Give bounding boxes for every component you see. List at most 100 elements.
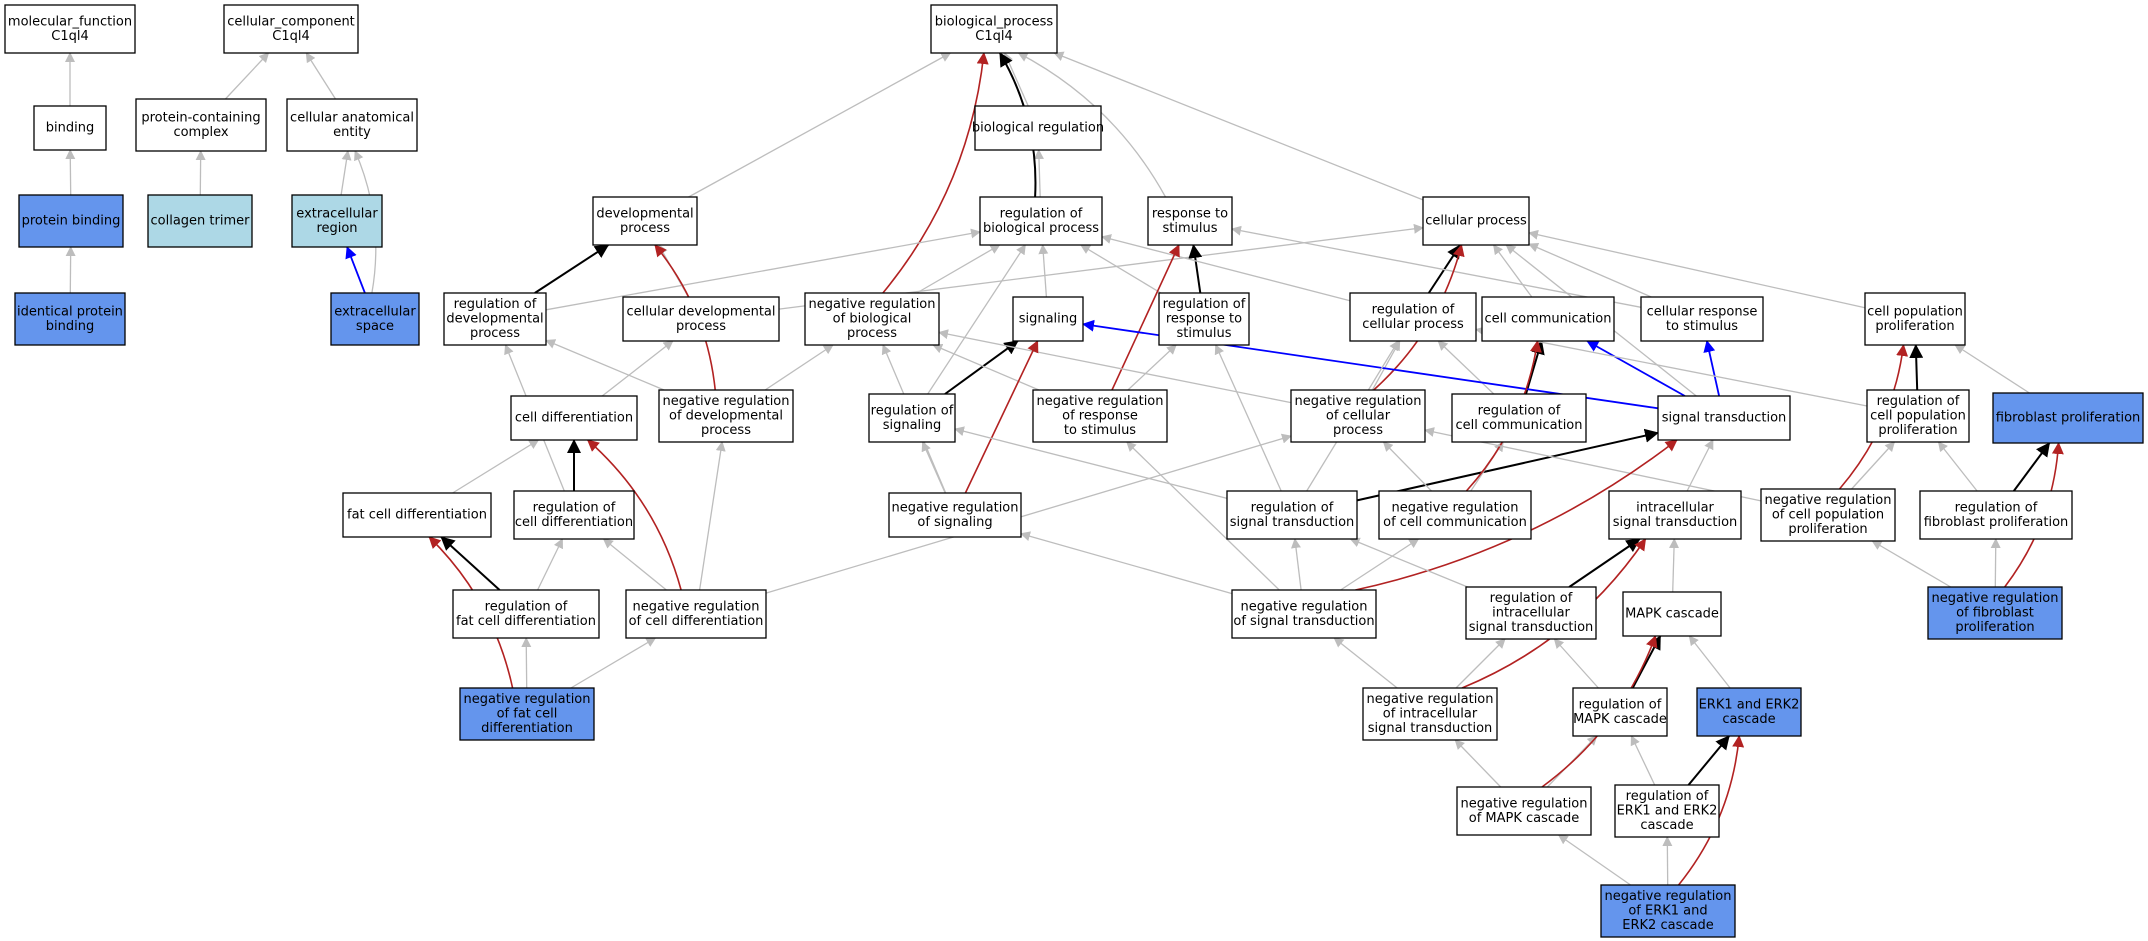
node-label-line: negative regulation <box>1036 394 1163 409</box>
edge-negregfibprol-is-a-negregcellpop <box>1871 540 1952 588</box>
node-box <box>147 194 253 248</box>
edge-negregresp-is-a-negregbp <box>932 343 1040 391</box>
edge-negregsigtrans-is-a-regsigtrans <box>1291 538 1302 591</box>
node-label-line: signaling <box>1019 312 1078 327</box>
node-box <box>1572 687 1668 737</box>
edge-celldiff-is-a-celldevproc <box>601 340 674 397</box>
node-sigtrans[interactable]: signal transduction <box>1657 395 1791 441</box>
node-label-line: regulation of <box>1579 697 1662 712</box>
edge-negregcellproc-is-a-negregbp <box>938 329 1292 404</box>
node-label-line: cellular response <box>1647 304 1758 319</box>
node-label-line: cell differentiation <box>515 515 633 530</box>
node-box <box>513 490 635 540</box>
edge-regfibprol-is-a-regcellpop <box>1937 441 1978 492</box>
node-label-line: negative regulation <box>1391 500 1518 515</box>
node-biolreg[interactable]: biological regulation <box>972 105 1104 151</box>
edge-extspace-part-of-extreg <box>345 246 366 294</box>
node-box <box>658 389 794 443</box>
node-collagen[interactable]: collagen trimer <box>147 194 253 248</box>
node-label-line: binding <box>46 121 94 136</box>
node-label-line: negative regulation <box>1294 394 1421 409</box>
edge-regsigtrans-is-a-regsig <box>954 426 1228 500</box>
node-label-line: cell communication <box>1484 312 1611 327</box>
node-cellcomm[interactable]: cell communication <box>1481 296 1615 342</box>
node-box <box>1600 884 1736 938</box>
node-label-line: protein binding <box>22 214 121 229</box>
node-protbind[interactable]: protein binding <box>18 194 124 248</box>
node-box <box>888 492 1022 538</box>
node-label-line: collagen trimer <box>151 214 251 229</box>
node-box <box>625 589 767 639</box>
node-box <box>1864 292 1966 346</box>
node-mapk[interactable]: MAPK cascade <box>1622 591 1722 637</box>
node-fibprol[interactable]: fibroblast proliferation <box>1992 392 2144 444</box>
node-label-line: regulation of <box>1490 591 1573 606</box>
edge-cellcomm-is-a-cellproc <box>1493 244 1533 298</box>
node-box <box>974 105 1102 151</box>
node-label-line: negative regulation <box>1931 591 2058 606</box>
node-fatdiff[interactable]: fat cell differentiation <box>342 492 492 538</box>
node-box <box>33 105 107 151</box>
node-label-line: proliferation <box>1955 620 2034 635</box>
edge-negregcelldiff-is-a-negregcellproc <box>765 433 1292 594</box>
node-cellproc[interactable]: cellular process <box>1422 196 1530 246</box>
edge-regmapk-is-a-regintrasig <box>1553 638 1599 689</box>
node-box <box>18 194 124 248</box>
node-box <box>1760 488 1896 542</box>
node-box <box>1657 395 1791 441</box>
node-box <box>1158 292 1250 346</box>
node-binding[interactable]: binding <box>33 105 107 151</box>
node-label-line: signaling <box>883 418 942 433</box>
node-signaling[interactable]: signaling <box>1012 296 1084 342</box>
node-celldiff[interactable]: cell differentiation <box>510 395 638 441</box>
node-label-line: cellular process <box>1425 214 1527 229</box>
edge-fibprol-is-a-cellpopprol <box>1954 344 2030 394</box>
edge-negregsigtrans-is-a-negregresp <box>1126 441 1280 591</box>
node-label-line: ERK1 and ERK2 <box>1699 697 1800 712</box>
node-label-line: fat cell differentiation <box>347 508 487 523</box>
